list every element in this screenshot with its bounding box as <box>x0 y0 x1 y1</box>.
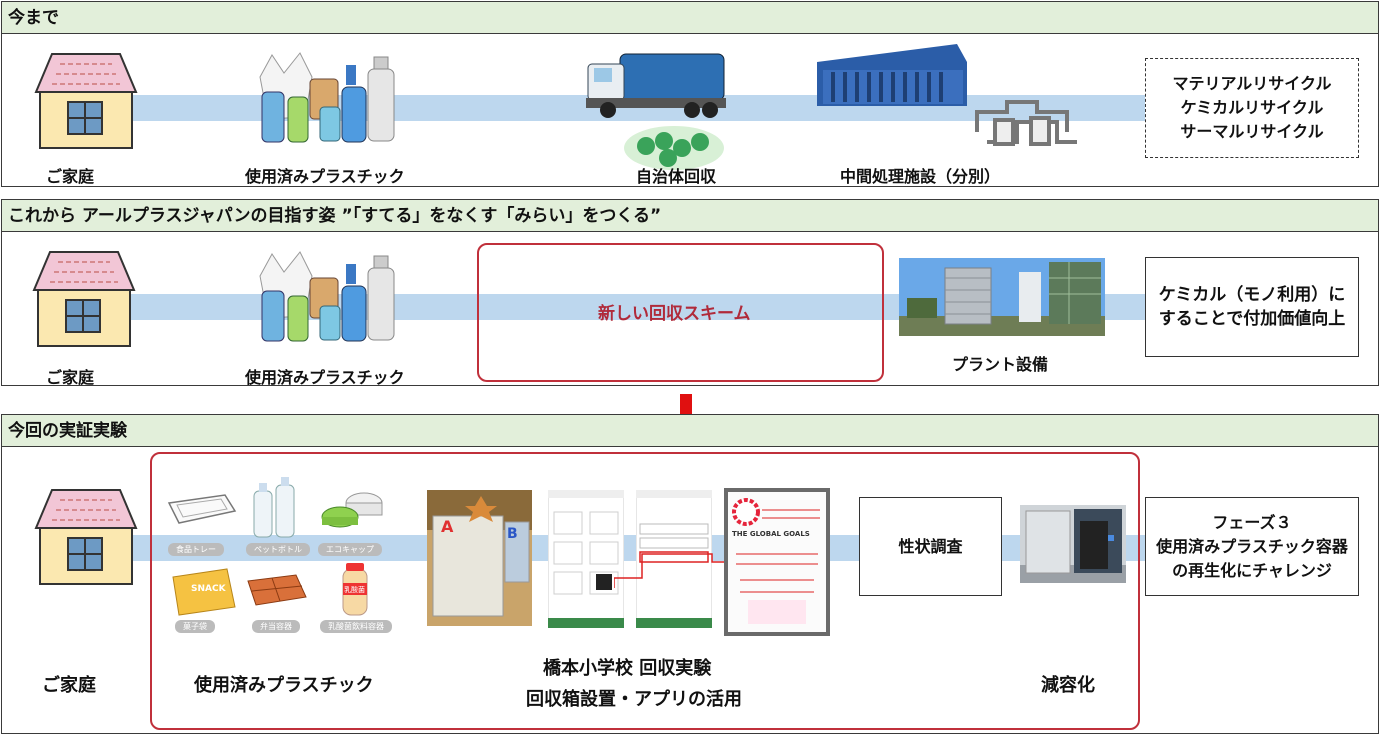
garbage-truck-icon <box>586 53 726 170</box>
home-label: ご家庭 <box>46 167 95 186</box>
compactor-photo <box>1020 505 1126 583</box>
phase-line-2: 使用済みプラスチック容器 <box>1156 536 1348 556</box>
plastic-label: 使用済みプラスチック <box>245 167 405 186</box>
plant-label: プラント設備 <box>952 355 1049 374</box>
new-scheme-frame <box>477 243 884 382</box>
reduction-label: 減容化 <box>1041 675 1095 696</box>
item-lactic-drink: 乳酸菌飲料容器 <box>320 620 392 633</box>
home-label: ご家庭 <box>46 368 95 387</box>
app-screen-2 <box>636 490 712 628</box>
home-label: ご家庭 <box>42 675 96 696</box>
item-eco-cap: エコキャップ <box>318 543 382 556</box>
facility-icon <box>817 44 1077 146</box>
item-food-tray: 食品トレー <box>168 543 224 556</box>
plastic-waste-icon <box>259 251 395 342</box>
experiment-frame <box>150 452 1140 730</box>
lactic-text: 乳酸菌 <box>344 585 365 594</box>
sdg-poster: THE GLOBAL GOALS <box>724 488 830 636</box>
panel-current-title: 今まで <box>2 2 1378 34</box>
house-icon <box>34 489 138 585</box>
house-icon <box>34 53 138 149</box>
recycle-item-chemical: ケミカルリサイクル <box>1180 98 1324 117</box>
item-pet-bottle: ペットボトル <box>246 543 310 556</box>
plastic-waste-icon <box>259 52 395 143</box>
plastic-label: 使用済みプラスチック <box>194 675 374 696</box>
school-title: 橋本小学校 回収実験 <box>543 658 712 679</box>
panel-experiment-title: 今回の実証実験 <box>2 415 1378 447</box>
school-subtitle: 回収箱設置・アプリの活用 <box>526 689 742 710</box>
poster-title: THE GLOBAL GOALS <box>732 530 810 538</box>
survey-box: 性状調査 <box>859 497 1002 596</box>
phase-box: フェーズ３ 使用済みプラスチック容器 の再生化にチャレンジ <box>1145 497 1359 596</box>
collection-box-photo: A B <box>427 490 532 626</box>
snack-text: SNACK <box>191 584 227 594</box>
eco-cap-icon <box>321 492 383 528</box>
phase-line-3: の再生化にチャレンジ <box>1172 560 1332 580</box>
svg-text:A: A <box>441 517 454 536</box>
chemical-line-1: ケミカル（モノ利用）に <box>1158 285 1346 305</box>
recycle-box: マテリアルリサイクル ケミカルリサイクル サーマルリサイクル <box>1145 58 1359 158</box>
panel-current: 今まで ご家庭 使用済みプラスチック <box>1 1 1379 187</box>
house-icon <box>32 251 136 347</box>
lactic-drink-icon: 乳酸菌 <box>342 563 368 616</box>
plastic-label: 使用済みプラスチック <box>245 368 405 387</box>
pet-bottle-icon <box>253 477 295 538</box>
item-lunch-box: 弁当容器 <box>252 620 300 633</box>
facility-label: 中間処理施設（分別） <box>840 167 1001 186</box>
food-tray-icon <box>167 494 237 524</box>
plant-photo <box>899 258 1105 336</box>
chemical-box: ケミカル（モノ利用）に することで付加価値向上 <box>1145 257 1359 357</box>
new-scheme-label: 新しい回収スキーム <box>598 304 751 324</box>
snack-bag-icon: SNACK <box>172 568 236 616</box>
panel-future: これから アールプラスジャパンの目指す姿 ”「すてる」をなくす「みらい」をつくる… <box>1 199 1379 387</box>
svg-text:B: B <box>507 526 518 542</box>
link-line <box>614 553 726 588</box>
chemical-line-2: することで付加価値向上 <box>1158 309 1346 329</box>
survey-label: 性状調査 <box>898 536 963 556</box>
recycle-item-material: マテリアルリサイクル <box>1172 74 1332 93</box>
item-snack-bag: 菓子袋 <box>175 620 215 633</box>
panel-experiment: 今回の実証実験 ご家庭 食品トレー ペットボトル エコキャップ SNACK 菓子… <box>1 414 1379 734</box>
lunch-box-icon <box>247 574 307 606</box>
municipal-label: 自治体回収 <box>636 167 717 186</box>
recycle-item-thermal: サーマルリサイクル <box>1180 122 1324 141</box>
app-screen-1 <box>548 490 624 628</box>
phase-line-1: フェーズ３ <box>1212 512 1292 532</box>
panel-future-title: これから アールプラスジャパンの目指す姿 ”「すてる」をなくす「みらい」をつくる… <box>2 200 1378 232</box>
